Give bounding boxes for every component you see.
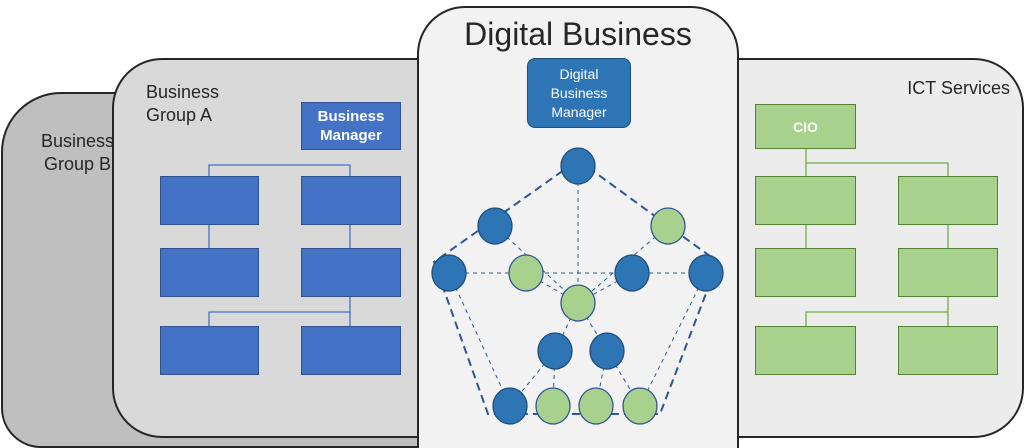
edge-ml-b1 [448,272,511,407]
group-a-box-2 [301,176,401,225]
digital-business-manager-box: Digital Business Manager [527,58,631,128]
network-node-mrc [614,254,650,292]
network-node-b4 [622,387,658,425]
network-node-mlc [508,254,544,292]
group-a-box-1 [160,176,259,225]
ict-services-title: ICT Services [907,78,1010,98]
business-group-a-title: Business Group A [146,82,220,125]
ict-box-6 [898,326,998,375]
network-node-cr [589,332,625,370]
cio-label: CIO [793,118,818,135]
group-a-box-6 [301,326,401,375]
network-node-mr [688,254,724,292]
network-node-b1 [492,387,528,425]
ict-box-5 [755,326,856,375]
business-manager-label: Business Manager [317,108,385,144]
ict-box-3 [755,248,856,297]
network-node-b3 [578,387,614,425]
ict-box-4 [898,248,998,297]
network-nodes [431,147,724,425]
business-group-b-title: Business Group B [40,131,115,174]
ict-box-2 [898,176,998,225]
network-node-ur [650,207,686,245]
group-a-box-5 [160,326,259,375]
edge-mr-b4 [639,272,707,407]
group-a-box-3 [160,248,259,297]
pentagon-outline [432,158,720,415]
digital-business-manager-label: Digital Business Manager [550,65,608,120]
group-a-box-4 [301,248,401,297]
network-node-cl [537,332,573,370]
cio-box: CIO [755,104,856,149]
network-node-b2 [535,387,571,425]
business-manager-box: Business Manager [301,102,401,150]
network-node-ul [477,207,513,245]
network-node-center [560,284,596,322]
ict-box-1 [755,176,856,225]
digital-business-title: Digital Business [464,16,692,52]
network-node-ml [431,254,467,292]
network-node-top [560,147,596,185]
